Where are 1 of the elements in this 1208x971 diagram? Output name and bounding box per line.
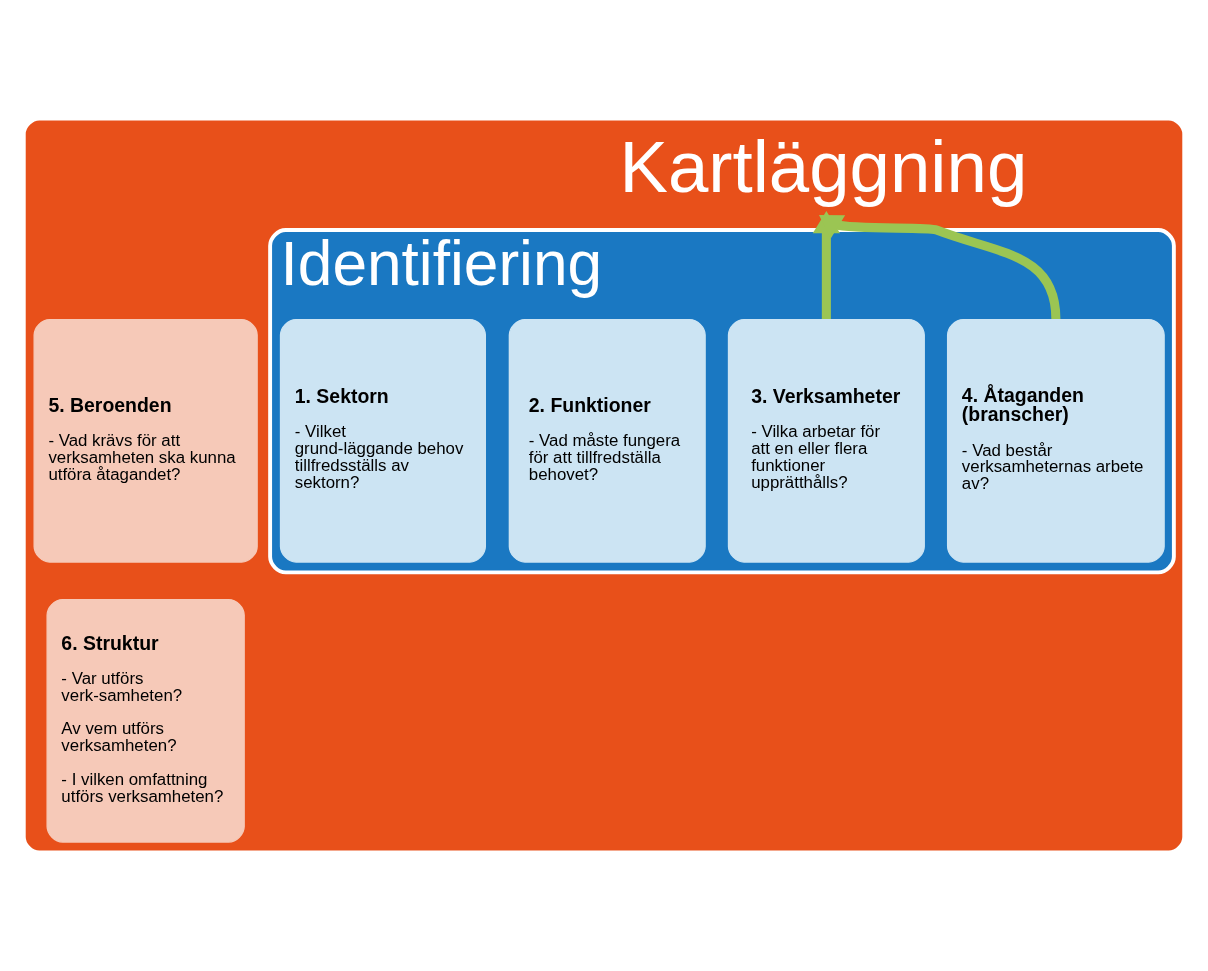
node-text: Kartläggning [619, 126, 1028, 208]
